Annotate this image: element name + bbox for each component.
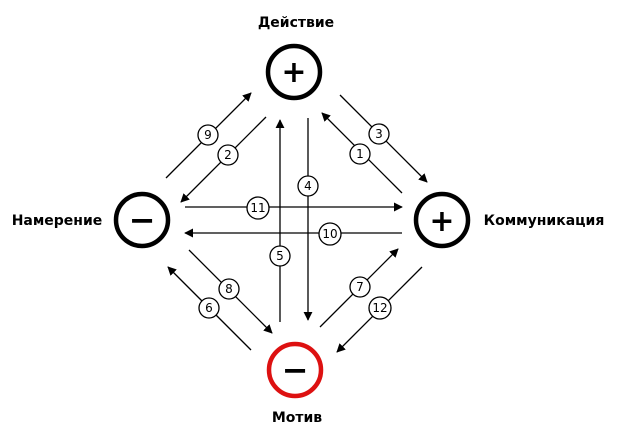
arrow-badge-9-label: 9 <box>204 128 212 142</box>
node-motive-ring <box>266 341 324 399</box>
arrow-badge-2-label: 2 <box>224 148 232 162</box>
arrow-badge-6-label: 6 <box>205 301 213 315</box>
arrow-badge-12: 12 <box>368 296 392 320</box>
arrow-badge-12-label: 12 <box>372 301 387 315</box>
node-action-label: Действие <box>258 15 334 31</box>
arrow-badge-7: 7 <box>349 276 371 298</box>
node-motive: − Мотив <box>266 341 324 426</box>
node-motive-label: Мотив <box>272 410 322 426</box>
arrow-badge-10-label: 10 <box>322 227 337 241</box>
arrow-badge-5: 5 <box>269 245 291 267</box>
arrow-badges: 1 2 3 4 5 6 7 8 <box>197 123 392 320</box>
arrow-badge-10: 10 <box>318 222 342 246</box>
node-action: + Действие <box>258 15 334 101</box>
arrow-badge-4-label: 4 <box>304 179 312 193</box>
arrow-badge-3: 3 <box>368 123 390 145</box>
arrow-badge-1: 1 <box>349 143 371 165</box>
node-intention-sign: − <box>129 201 156 239</box>
node-intention-label: Намерение <box>12 213 103 229</box>
node-action-sign: + <box>281 55 306 90</box>
node-intention: − Намерение <box>12 191 171 249</box>
node-intention-ring <box>113 191 171 249</box>
node-action-ring <box>265 43 323 101</box>
arrow-badge-11: 11 <box>246 196 270 220</box>
arrow-badge-8: 8 <box>218 278 240 300</box>
node-communication: + Коммуникация <box>413 191 605 249</box>
arrow-badge-11-label: 11 <box>250 201 265 215</box>
arrow-badge-4: 4 <box>297 175 319 197</box>
arrow-badge-9: 9 <box>197 124 219 146</box>
node-communication-ring <box>413 191 471 249</box>
node-communication-label: Коммуникация <box>484 213 605 229</box>
arrow-badge-7-label: 7 <box>356 280 364 294</box>
arrow-badge-2: 2 <box>217 144 239 166</box>
node-communication-sign: + <box>429 204 454 239</box>
arrow-badge-1-label: 1 <box>356 147 364 161</box>
arrow-badge-5-label: 5 <box>276 249 284 263</box>
arrow-badge-6: 6 <box>198 297 220 319</box>
arrow-badge-8-label: 8 <box>225 282 233 296</box>
node-motive-sign: − <box>282 351 309 389</box>
arrow-badge-3-label: 3 <box>375 127 383 141</box>
